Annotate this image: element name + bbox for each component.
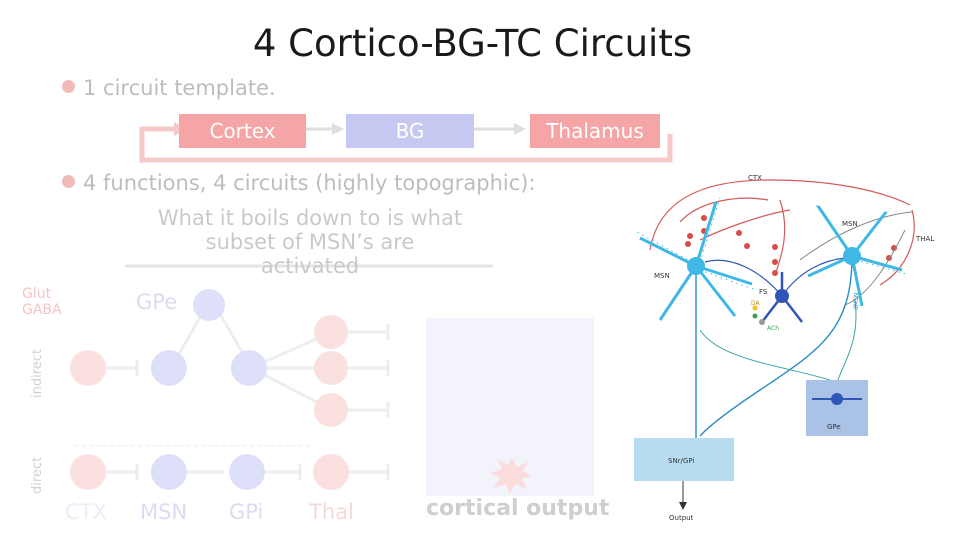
direct-label: direct [30, 456, 45, 494]
note-line-2: subset of MSN’s are [205, 230, 415, 254]
burst-icon [490, 458, 532, 494]
msn-node-direct [151, 454, 187, 490]
thal-label: Thal [309, 500, 354, 524]
thalamus-box: Thalamus [530, 114, 660, 148]
msn-label: MSN [140, 500, 188, 524]
ctx-node-direct [70, 454, 106, 490]
gpi-label: GPi [229, 500, 264, 524]
cortical-output-label: cortical output [426, 496, 610, 521]
snr-gpi-box [634, 438, 734, 481]
snr-gpi-micro-label: SNr/GPi [668, 457, 694, 465]
bg-box-label: BG [395, 119, 425, 143]
indirect-label: indirect [30, 348, 45, 398]
msn-right-cell [843, 247, 861, 265]
gpe-label: GPe [136, 290, 178, 314]
note-text: What it boils down to is what subset of … [130, 206, 490, 278]
thal-node-2 [314, 351, 348, 385]
bullet-functions-text: 4 functions, 4 circuits (highly topograp… [83, 171, 536, 195]
msn-left-micro-label: MSN [654, 272, 670, 280]
cortex-box: Cortex [179, 114, 306, 148]
circuit-node-diagram [70, 264, 594, 496]
bg-box: BG [346, 114, 474, 148]
fs-cell [775, 289, 789, 303]
bullet-dot [62, 175, 75, 188]
ctx-node-indirect [70, 350, 106, 386]
circuit-loop-arrows [139, 122, 673, 163]
thal-micro-label: THAL [915, 235, 934, 243]
thal-node-3 [314, 393, 348, 427]
striatum-microcircuit: CTX THAL MSN MSN FS ACh DA dMSN GPe SNr/… [634, 174, 934, 522]
bullet-functions: 4 functions, 4 circuits (highly topograp… [62, 171, 536, 195]
msn-right-micro-label: MSN [842, 220, 858, 228]
gpe-box [806, 380, 868, 436]
output-micro-label: Output [669, 514, 694, 522]
ctx-micro-label: CTX [748, 174, 762, 182]
msn-left-cell [687, 257, 705, 275]
dmsn-micro-label: dMSN [853, 293, 860, 310]
legend-gaba: GABA [22, 302, 62, 318]
note-line-1: What it boils down to is what [157, 206, 463, 230]
page-title: 4 Cortico-BG-TC Circuits [252, 22, 693, 65]
gpe-node [193, 289, 225, 321]
bullet-dot [62, 80, 75, 93]
gpi-node-direct [229, 454, 265, 490]
ach-micro-label: ACh [767, 325, 779, 332]
msn-node-indirect [151, 350, 187, 386]
note-line-3: activated [260, 254, 360, 278]
legend-glut: Glut [22, 286, 52, 302]
fs-micro-label: FS [759, 288, 768, 296]
bullet-template-text: 1 circuit template. [83, 76, 276, 100]
da-micro-label: DA [751, 300, 761, 307]
cortex-box-label: Cortex [209, 119, 276, 143]
thal-node-direct [313, 454, 349, 490]
bullet-template: 1 circuit template. [62, 76, 276, 100]
gpe-micro-label: GPe [827, 423, 841, 431]
gpi-node-indirect [231, 350, 267, 386]
thalamus-box-label: Thalamus [546, 119, 644, 143]
ctx-label: CTX [65, 500, 107, 524]
thal-node-1 [314, 315, 348, 349]
ach-node [759, 319, 765, 325]
